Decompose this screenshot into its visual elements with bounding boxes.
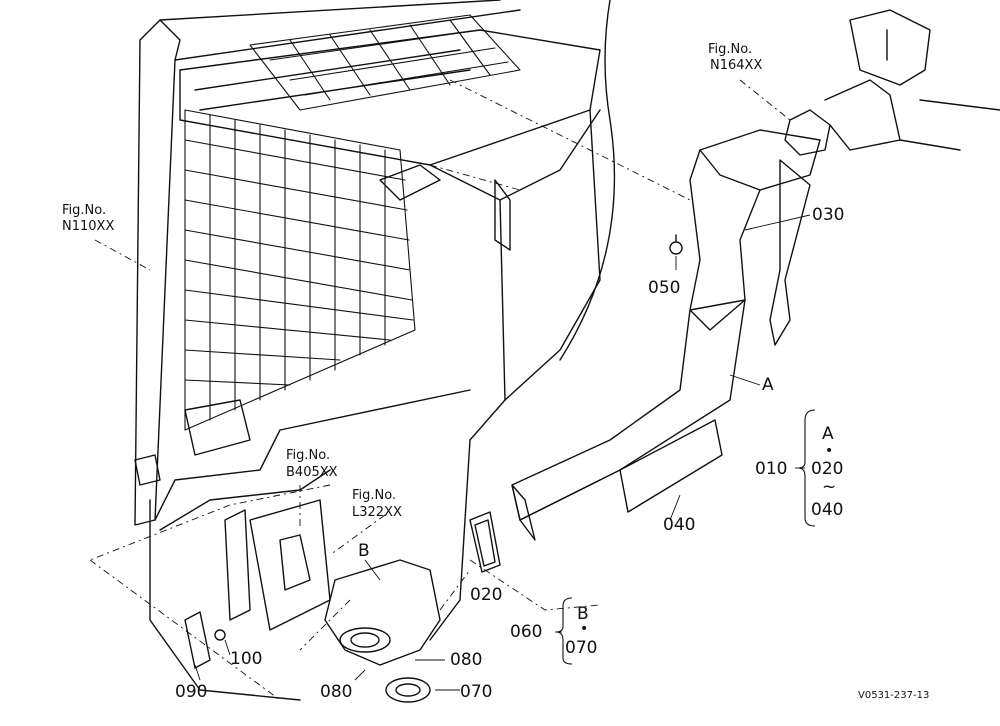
pad-040 — [619, 419, 723, 513]
part-label-080-left: 080 — [320, 682, 353, 702]
floor-body — [134, 399, 331, 631]
part-label-080-right: 080 — [450, 650, 483, 670]
main-duct — [511, 299, 746, 541]
group-010-end: 040 — [811, 500, 844, 520]
drawing-code: V0531-237-13 — [858, 690, 930, 701]
part-label-100: 100 — [230, 649, 263, 669]
bracket-090 — [184, 611, 226, 669]
fig-ref-b405-number: B405XX — [286, 465, 338, 480]
part-label-020: 020 — [470, 585, 503, 605]
part-label-040: 040 — [663, 515, 696, 535]
group-060-part: 070 — [565, 638, 598, 658]
group-010-callout: A — [822, 424, 834, 444]
duct-030 — [689, 129, 821, 346]
fig-ref-l322-title: Fig.No. — [352, 488, 397, 503]
group-010-number: 010 — [755, 459, 788, 479]
fig-ref-n164-title: Fig.No. — [708, 42, 753, 57]
callout-a: A — [762, 375, 774, 395]
part-label-030: 030 — [812, 205, 845, 225]
fig-ref-n110-title: Fig.No. — [62, 203, 107, 218]
rear-window-grid — [184, 109, 416, 431]
part-label-070: 070 — [460, 682, 493, 702]
group-060-number: 060 — [510, 622, 543, 642]
bolt-050 — [669, 234, 683, 255]
blower-assembly — [324, 559, 441, 703]
cab-frame — [134, 0, 616, 701]
group-bracket-010 — [797, 409, 816, 527]
group-060-callout: B — [577, 604, 589, 624]
fig-ref-l322-number: L322XX — [352, 505, 402, 520]
group-060-bullet: • — [580, 621, 589, 637]
fig-ref-n164-number: N164XX — [710, 58, 763, 73]
group-010-bullet: • — [825, 443, 834, 459]
group-010-tilde: ~ — [822, 477, 837, 497]
grommet-020 — [469, 511, 501, 573]
upper-connector — [784, 9, 1000, 156]
roof-grid — [249, 14, 521, 111]
group-bracket-060 — [555, 597, 573, 665]
fig-ref-n110-number: N110XX — [62, 219, 115, 234]
fig-ref-b405-title: Fig.No. — [286, 448, 331, 463]
part-label-090: 090 — [175, 682, 208, 702]
group-010-start: 020 — [811, 459, 844, 479]
part-label-050: 050 — [648, 278, 681, 298]
callout-b: B — [358, 541, 370, 561]
